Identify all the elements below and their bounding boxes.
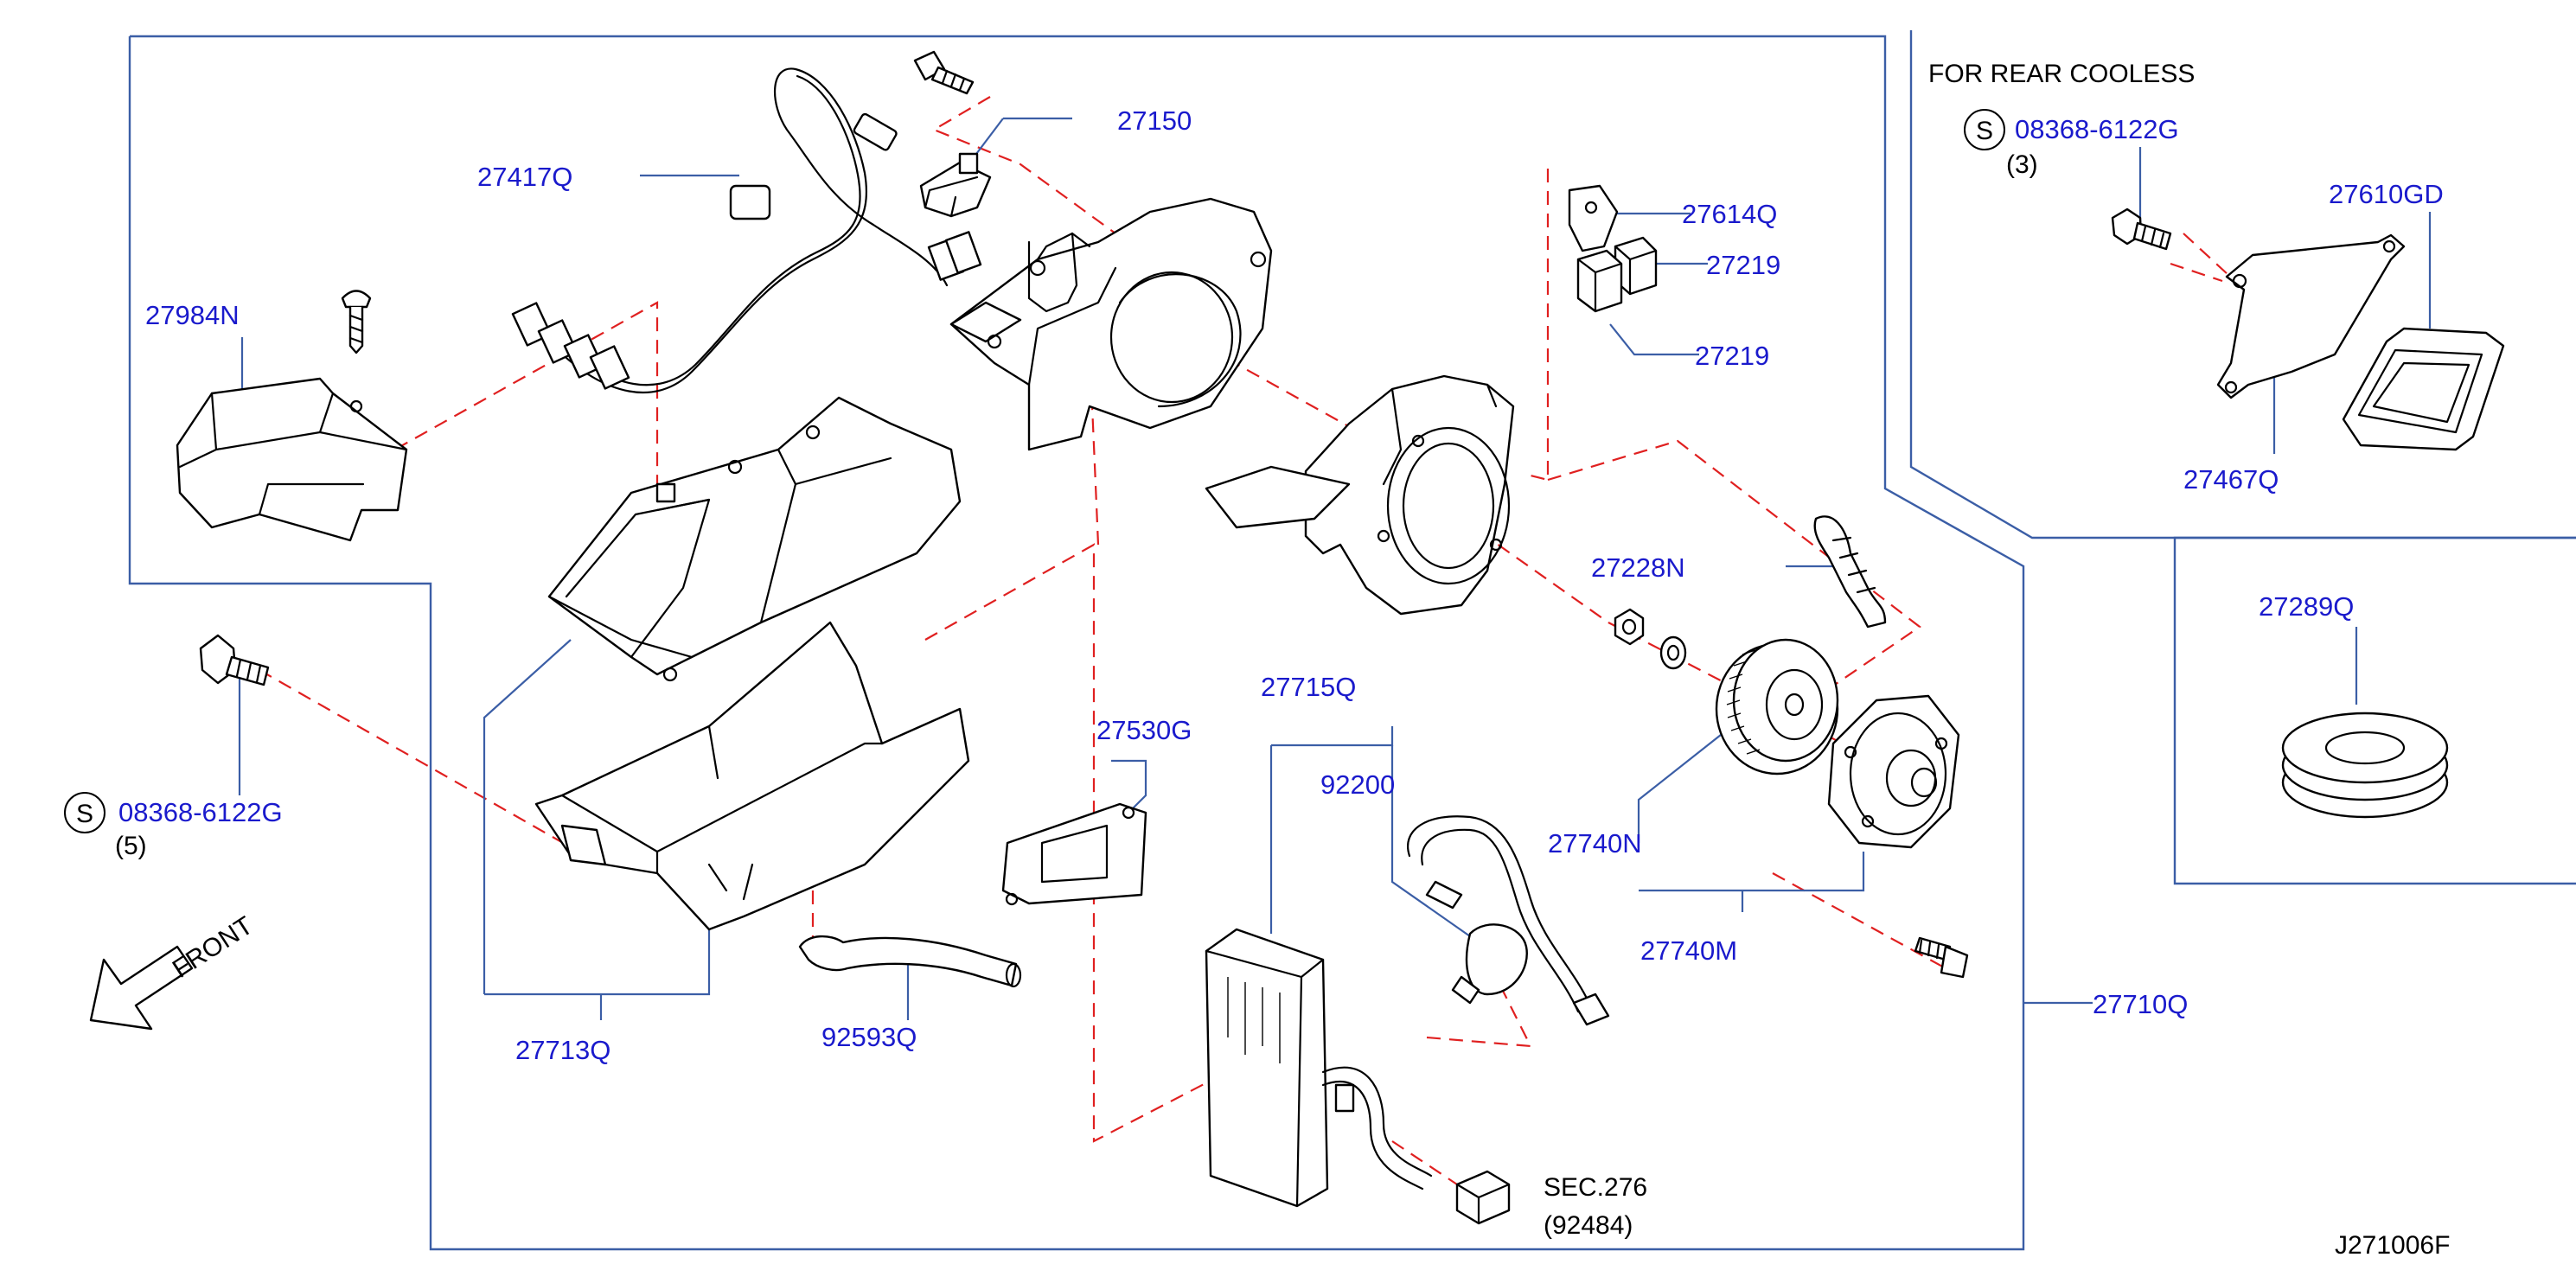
s-symbol-right: S <box>1976 117 1993 145</box>
relay-27219-lower[interactable] <box>1576 249 1623 313</box>
label-27417Q[interactable]: 27417Q <box>477 162 572 192</box>
bracket-27530G[interactable] <box>1001 802 1147 906</box>
hose-92593Q[interactable] <box>798 935 1022 988</box>
label-27467Q[interactable]: 27467Q <box>2183 464 2279 495</box>
s-circle-icon-right: S <box>1964 109 2005 150</box>
label-27289Q[interactable]: 27289Q <box>2259 591 2354 622</box>
motor-27740M[interactable] <box>1827 694 1960 849</box>
nut-blower[interactable] <box>1614 608 1645 646</box>
resistor-27150[interactable] <box>919 152 992 218</box>
relay-bracket-27614Q[interactable] <box>1568 184 1619 252</box>
s-circle-icon-left: S <box>64 792 105 833</box>
label-92593Q[interactable]: 92593Q <box>821 1022 917 1052</box>
expansion-valve-92200[interactable] <box>1407 815 1610 1026</box>
front-label: FRONT <box>168 911 259 984</box>
quantity-left: (5) <box>115 832 147 860</box>
leader-lines <box>238 117 2432 1020</box>
gasket-27610GD[interactable] <box>2342 327 2505 451</box>
label-27614Q[interactable]: 27614Q <box>1682 199 1777 229</box>
label-27530G[interactable]: 27530G <box>1096 715 1192 745</box>
grommet-frame <box>2173 536 2576 885</box>
main-assembly-frame <box>128 35 2025 1251</box>
duct-27984N[interactable] <box>176 377 408 542</box>
grommet-27289Q[interactable] <box>2281 712 2449 819</box>
label-27740N[interactable]: 27740N <box>1548 828 1642 859</box>
harness-27417Q[interactable] <box>511 67 982 394</box>
label-27710Q[interactable]: 27710Q <box>2093 989 2188 1019</box>
s-symbol-left: S <box>76 800 93 828</box>
label-27150[interactable]: 27150 <box>1117 105 1192 136</box>
label-27715Q[interactable]: 27715Q <box>1261 672 1356 702</box>
block-sec276[interactable] <box>1455 1170 1511 1225</box>
intake-lower-tray[interactable] <box>534 621 970 931</box>
label-27228N[interactable]: 27228N <box>1591 552 1685 583</box>
blower-upper-case[interactable] <box>949 197 1273 451</box>
screw-27984N[interactable] <box>341 290 372 354</box>
diagram-id: J271006F <box>2335 1231 2450 1260</box>
label-27219-upper[interactable]: 27219 <box>1706 250 1780 280</box>
label-27610GD[interactable]: 27610GD <box>2329 179 2444 209</box>
label-27713Q[interactable]: 27713Q <box>515 1035 610 1065</box>
hose-27228N[interactable] <box>1813 515 1887 629</box>
quantity-right: (3) <box>2006 150 2038 179</box>
rear-cooler-note: FOR REAR COOLESS <box>1928 60 2195 88</box>
bolt-left[interactable] <box>199 634 270 686</box>
label-27984N[interactable]: 27984N <box>145 300 240 330</box>
sec-reference: SEC.276 <box>1544 1173 1647 1202</box>
front-arrow-icon <box>89 945 194 1031</box>
cover-27467Q[interactable] <box>2216 233 2406 399</box>
label-bolt-left[interactable]: 08368-6122G <box>118 797 283 827</box>
bolt-right[interactable] <box>2111 207 2172 251</box>
evaporator-27715Q[interactable] <box>1205 928 1433 1208</box>
fan-27740N[interactable] <box>1715 638 1839 776</box>
screw-motor[interactable] <box>1914 936 1969 979</box>
blower-lower-case[interactable] <box>1205 374 1515 616</box>
label-27740M[interactable]: 27740M <box>1640 935 1737 966</box>
label-bolt-right[interactable]: 08368-6122G <box>2015 114 2179 144</box>
label-27219-lower[interactable]: 27219 <box>1695 341 1769 371</box>
screw-top[interactable] <box>913 50 975 95</box>
label-92200[interactable]: 92200 <box>1320 769 1395 800</box>
washer-blower[interactable] <box>1659 635 1687 670</box>
intake-unit-27713Q[interactable] <box>547 396 962 682</box>
sec-part-number: (92484) <box>1544 1211 1633 1240</box>
